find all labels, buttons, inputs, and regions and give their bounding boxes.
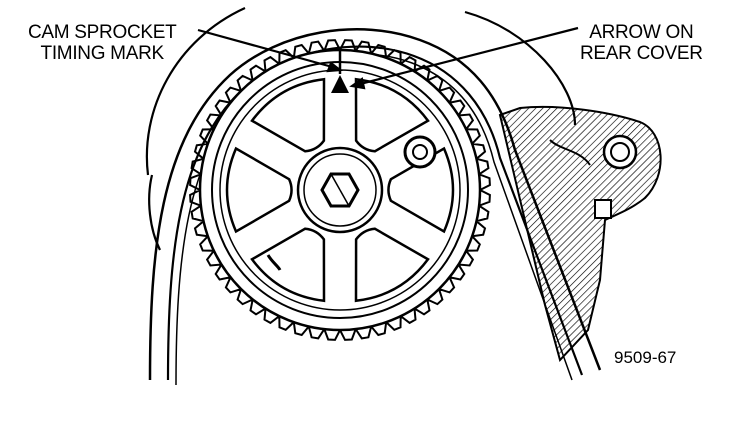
arrow-on-rear-cover-label: ARROW ON REAR COVER <box>580 22 703 64</box>
sprocket-spoke-window <box>354 227 430 303</box>
cam-sprocket-timing-mark-label: CAM SPROCKET TIMING MARK <box>28 22 177 64</box>
rear-cover-bolt <box>403 135 437 169</box>
cam-sprocket-leader <box>197 28 337 70</box>
sprocket-spoke-window <box>354 77 430 153</box>
leader-lines <box>197 26 579 90</box>
cam-sprocket <box>198 48 482 332</box>
sprocket-spoke-window <box>250 77 326 153</box>
rear-cover-leader <box>359 26 579 86</box>
figure-number: 9509-67 <box>614 348 677 367</box>
bracket-tab <box>594 199 612 219</box>
arrow-label-line1: ARROW ON <box>589 22 694 43</box>
arrow-label-line2: REAR COVER <box>580 43 703 64</box>
cam-sprocket-label-line1: CAM SPROCKET <box>28 22 177 43</box>
sprocket-spoke-window <box>250 227 326 303</box>
engine-bracket <box>498 105 662 362</box>
sprocket-spoke-window <box>225 146 293 234</box>
rear-cover-arrow-mark <box>331 75 349 93</box>
bracket-bolt-hole <box>602 134 638 170</box>
sprocket-spoke-window <box>387 146 455 234</box>
cam-sprocket-label-line2: TIMING MARK <box>40 43 165 64</box>
